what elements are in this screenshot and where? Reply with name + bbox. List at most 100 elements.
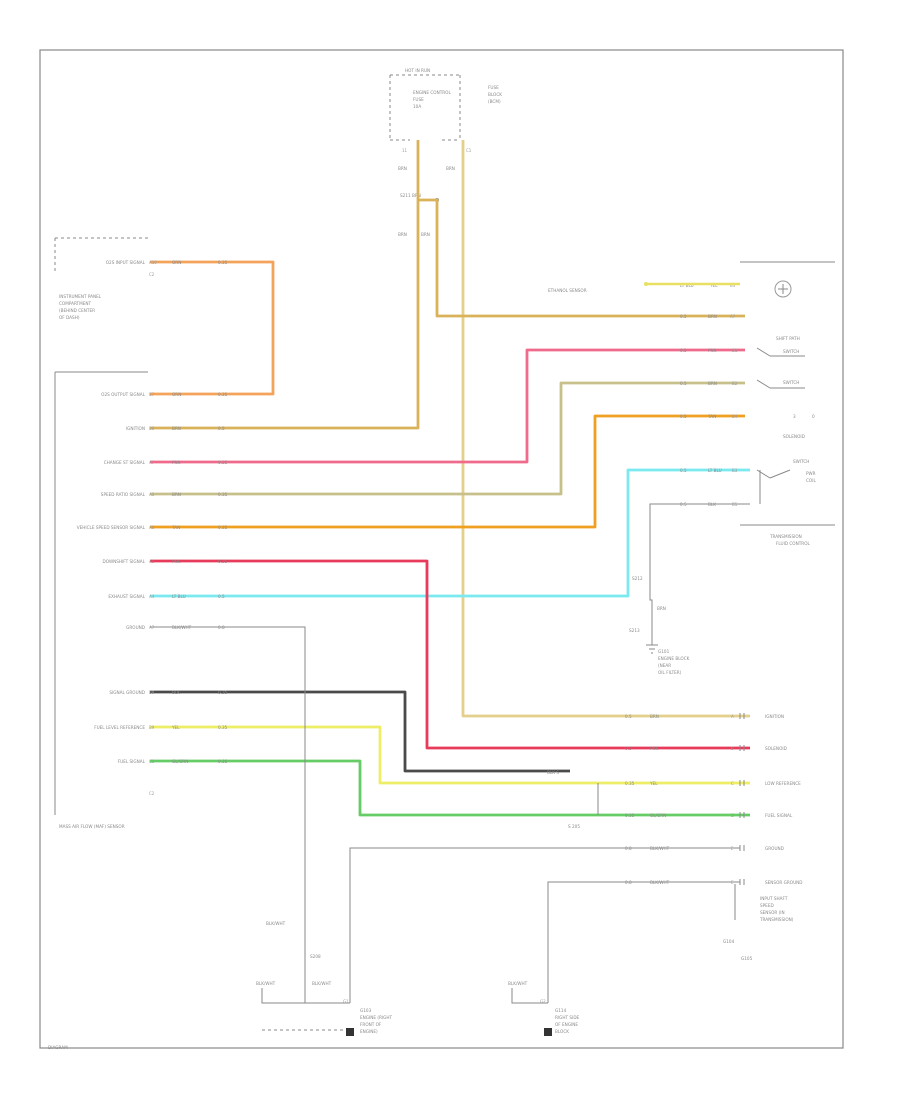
right-bottom-terminal — [739, 780, 745, 786]
wire-fuse-right-feed — [461, 140, 750, 718]
left-row-label: IGNITION — [126, 426, 145, 431]
switch-note-2: 0 — [812, 414, 815, 419]
right-bottom-row-wire: BLK/WHT — [650, 880, 670, 885]
left-row-label: CHANGE ST SIGNAL — [104, 460, 146, 465]
right-bottom-row-label: IGNITION — [765, 714, 784, 719]
fuse-pin-left: 11 — [402, 148, 408, 153]
right-bottom-terminal — [739, 713, 745, 719]
left-row-gauge: 0.5 — [218, 594, 225, 599]
left-row-pin: A7 — [149, 625, 155, 630]
fuse-label-line2: BLOCK — [488, 92, 502, 97]
left-row-wire: BRN — [172, 426, 181, 431]
bottom-left-ground-4: ENGINE) — [360, 1029, 378, 1034]
right-bottom-row-gauge: 0.8 — [625, 846, 632, 851]
left-note-pin: C2 — [149, 272, 155, 277]
module-label-2: FLUID CONTROL — [776, 541, 811, 546]
switch3-line2: PWR — [806, 471, 816, 476]
right-bottom-row-label: SOLENOID — [765, 746, 787, 751]
right-bottom-row-pin: B — [731, 746, 734, 751]
right-bottom-row-wire: GL/GRN — [650, 813, 666, 818]
footer-code: DIAGRAM — [48, 1045, 68, 1050]
right-bottom-terminal — [739, 812, 745, 818]
fuse-lower-right: BRN — [421, 232, 430, 237]
mid-ground-line1: G101 — [658, 649, 670, 654]
switch3-line3: COIL — [806, 478, 816, 483]
left-row-gauge: 0.35 — [218, 260, 228, 265]
left-row-gauge: 0.35 — [218, 559, 228, 564]
right-top-row-wire: BRN — [708, 381, 717, 386]
fuse-label-line3: (BCM) — [488, 99, 501, 104]
ground-icon-left — [346, 1028, 354, 1036]
right-top-row-gauge: 0.5 — [680, 414, 687, 419]
sensor-line1: INPUT SHAFT — [760, 896, 788, 901]
bottom-left-ground-1: G103 — [360, 1008, 372, 1013]
bottom-left-wire2: BLK/WHT — [256, 981, 276, 986]
right-top-row-wire: PNK — [708, 348, 717, 353]
sensor-connector: BLK S S 205 INPUT SHAFT SPEED SENSOR (IN… — [547, 770, 794, 961]
left-row-gauge: 0.35 — [218, 392, 228, 397]
right-bottom-row-pin: E — [731, 846, 734, 851]
left-row-label: EXHAUST SIGNAL — [108, 594, 145, 599]
right-bottom-row-gauge: 0.8 — [625, 880, 632, 885]
right-bottom-row-label: FUEL SIGNAL — [765, 813, 793, 818]
bottom-left-g: G1 — [343, 999, 349, 1004]
left-row-wire: YEL — [171, 725, 180, 730]
wire-module-ground — [649, 503, 750, 645]
right-bottom-row-gauge: 0.35 — [625, 781, 635, 786]
left-row-gauge: 0.8 — [218, 625, 225, 630]
right-bottom-terminal — [739, 879, 745, 885]
wire-ground-mid — [349, 847, 740, 1003]
mid-splice-3: S213 — [629, 628, 640, 633]
bottom-left-wire3: BLK/WHT — [312, 981, 332, 986]
wire-fuel-signal — [150, 759, 750, 817]
right-bottom-row-label: SENSOR GROUND — [765, 880, 803, 885]
ground-label-2: G105 — [741, 956, 753, 961]
left-row-gauge: 0.35 — [218, 759, 228, 764]
left-row-gauge: 0.35 — [218, 690, 228, 695]
bottom-right-ground-4: BLOCK — [555, 1029, 569, 1034]
left-row-label: FUEL SIGNAL — [118, 759, 146, 764]
left-row-wire: BLK/WHT — [172, 625, 192, 630]
mid-ground-line2: ENGINE BLOCK — [658, 656, 690, 661]
left-row-pin: B9 — [149, 725, 155, 730]
left-row-wire: PNK — [172, 559, 181, 564]
ground-icon-right — [544, 1028, 552, 1036]
bottom-right-g: G2 — [540, 999, 546, 1004]
right-top-row-gauge: 0.5 — [680, 502, 687, 507]
right-bottom-row-pin: D — [731, 813, 734, 818]
mid-ground-line3: (NEAR — [658, 663, 671, 668]
fuse-wire-left: BRN — [398, 166, 407, 171]
right-bottom-row-pin: E — [731, 880, 734, 885]
left-row-pin: A5 — [149, 492, 155, 497]
left-row-pin: A4 — [149, 594, 155, 599]
left-row-wire: PNK — [172, 460, 181, 465]
left-row-pin: C1 — [149, 759, 155, 764]
left-title-line3: (BEHIND CENTER — [59, 308, 95, 313]
tan-row-wire: BRN — [708, 314, 717, 319]
ground-label-1: G104 — [723, 939, 735, 944]
bottom-right-ground-2: RIGHT SIDE — [555, 1015, 580, 1020]
right-bottom-row-label: GROUND — [765, 846, 784, 851]
right-top-row-gauge: 0.5 — [680, 348, 687, 353]
right-top-row-pin: B4 — [732, 414, 738, 419]
right-bottom-row-pin: A — [731, 714, 734, 719]
fuse-pin-right: C1 — [466, 148, 472, 153]
left-bottom-pin: C2 — [149, 791, 155, 796]
left-row-gauge: 0.5 — [218, 426, 225, 431]
mid-splice-2: BRN — [657, 606, 666, 611]
switch1-title: SHIFT PATH — [776, 336, 800, 341]
bottom-left-splice: S208 — [310, 954, 321, 959]
switch-row3: SOLENOID — [783, 434, 805, 439]
tan-row-pin: A7 — [730, 314, 736, 319]
bottom-left-ground-3: FRONT OF — [360, 1022, 382, 1027]
right-bottom-row-wire: YEL — [649, 781, 658, 786]
mid-ground-icon — [646, 644, 658, 654]
bottom-left-wire: BLK/WHT — [266, 921, 286, 926]
right-top-row-wire: LT BLU — [708, 468, 722, 473]
right-top-components: ETHANOL SENSOR LT BLU YEL B3 0.5 BRN A7 … — [548, 261, 835, 546]
right-top-row-wire: TAN — [707, 414, 716, 419]
bottom-grounds: BLK/WHT S208 BLK/WHT BLK/WHT G1 G103 ENG… — [48, 921, 580, 1050]
diagram-frame — [39, 49, 844, 1049]
